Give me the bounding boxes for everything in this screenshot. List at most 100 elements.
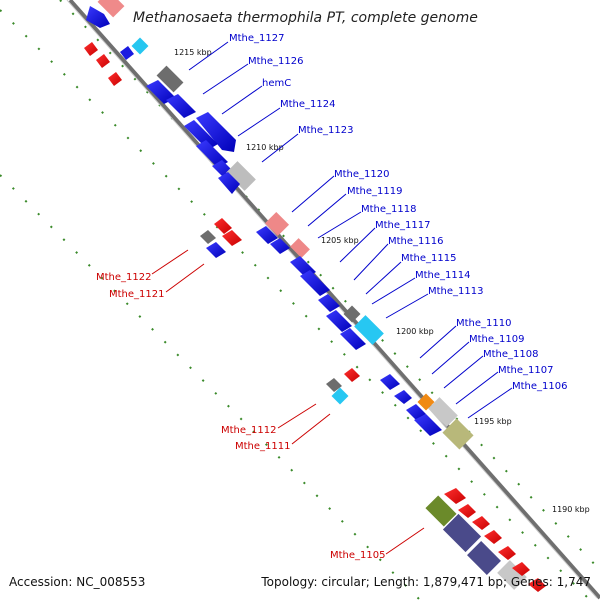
gene-red-b[interactable] — [96, 54, 110, 68]
leader-mthe-1109 — [431, 341, 470, 375]
gene-mthe-1123[interactable] — [226, 161, 256, 191]
gene-mthe-1113[interactable] — [354, 315, 384, 345]
gene-mthe-1118[interactable] — [270, 238, 290, 254]
gene-mthe-1126[interactable] — [146, 80, 176, 104]
label-mthe-1119[interactable]: Mthe_1119 — [347, 186, 403, 197]
leader-mthe-1126 — [202, 63, 249, 95]
gene-purple-2[interactable] — [467, 541, 501, 575]
label-mthe-1118[interactable]: Mthe_1118 — [361, 204, 417, 215]
gene-red-g[interactable] — [472, 516, 490, 530]
leader-mthe-1106 — [467, 387, 513, 419]
gene-mthe-1124b[interactable] — [184, 120, 218, 150]
accession-text: Accession: NC_008553 — [9, 575, 145, 589]
gene-mthe-1112-grey[interactable] — [326, 378, 342, 392]
gene-mthe-1114[interactable] — [318, 294, 340, 312]
gene-mthe-1107[interactable] — [406, 404, 426, 420]
gene-top-pink[interactable] — [97, 0, 125, 18]
gene-mthe-1106-grey[interactable] — [428, 397, 458, 427]
label-hemc[interactable]: hemC — [262, 78, 291, 89]
leader-mthe-1105 — [385, 527, 425, 555]
leader-mthe-1116 — [353, 243, 389, 281]
label-mthe-1117[interactable]: Mthe_1117 — [375, 220, 431, 231]
label-mthe-1123[interactable]: Mthe_1123 — [298, 125, 354, 136]
leader-mthe-1123 — [261, 133, 299, 163]
leader-mthe-1108 — [443, 355, 484, 389]
label-mthe-1110[interactable]: Mthe_1110 — [456, 318, 512, 329]
gene-red-c[interactable] — [108, 72, 122, 86]
leader-mthe-1120 — [291, 175, 335, 213]
gene-small-4[interactable] — [340, 328, 366, 350]
gene-olive-1[interactable] — [442, 418, 474, 450]
label-mthe-1121[interactable]: Mthe_1121 — [109, 289, 165, 300]
label-mthe-1107[interactable]: Mthe_1107 — [498, 365, 554, 376]
label-mthe-1120[interactable]: Mthe_1120 — [334, 169, 390, 180]
label-mthe-1105[interactable]: Mthe_1105 — [330, 550, 386, 561]
gene-mthe-1127[interactable] — [156, 65, 184, 93]
label-mthe-1113[interactable]: Mthe_1113 — [428, 286, 484, 297]
leader-mthe-1118 — [317, 211, 362, 239]
gene-mthe-1124[interactable] — [196, 112, 236, 152]
label-mthe-1124[interactable]: Mthe_1124 — [280, 99, 336, 110]
leader-mthe-1124 — [237, 107, 281, 137]
leader-mthe-1110 — [419, 325, 457, 359]
label-mthe-1108[interactable]: Mthe_1108 — [483, 349, 539, 360]
gene-red-j[interactable] — [512, 562, 530, 576]
gene-red-a[interactable] — [84, 42, 98, 56]
gene-mthe-1111[interactable] — [331, 387, 349, 405]
tick-label-1215: 1215 kbp — [174, 48, 212, 57]
tick-label-1190: 1190 kbp — [552, 505, 590, 514]
leader-mthe-1121 — [165, 263, 205, 293]
gene-mthe-1121[interactable] — [206, 242, 226, 258]
leader-hemc — [221, 85, 263, 115]
topology-text: Topology: circular; Length: 1,879,471 bp… — [260, 575, 591, 589]
gene-hemc[interactable] — [166, 94, 196, 118]
tick-label-1210: 1210 kbp — [246, 143, 284, 152]
gene-green-1[interactable] — [425, 495, 457, 527]
gene-mthe-1108[interactable] — [417, 393, 435, 411]
gene-red-h[interactable] — [484, 530, 502, 544]
label-mthe-1122[interactable]: Mthe_1122 — [96, 272, 152, 283]
leader-mthe-1113 — [385, 293, 429, 319]
gene-red-i[interactable] — [498, 546, 516, 560]
gene-mthe-1119[interactable] — [256, 226, 278, 244]
gene-red-k[interactable] — [528, 578, 546, 592]
leader-mthe-1112 — [277, 403, 317, 429]
tick-label-1205: 1205 kbp — [321, 236, 359, 245]
label-mthe-1111[interactable]: Mthe_1111 — [235, 441, 291, 452]
gene-red-d[interactable] — [222, 230, 242, 246]
label-mthe-1114[interactable]: Mthe_1114 — [415, 270, 471, 281]
gene-mthe-1120[interactable] — [264, 211, 290, 237]
gene-mthe-1124c[interactable] — [196, 140, 228, 168]
gene-small-2[interactable] — [218, 172, 240, 194]
reverse-labels: Mthe_1122 Mthe_1121 Mthe_1112 Mthe_1111 … — [96, 272, 386, 561]
tick-label-1200: 1200 kbp — [396, 327, 434, 336]
gene-mthe-1122-grey[interactable] — [200, 230, 216, 244]
gene-mthe-1109[interactable] — [394, 390, 412, 404]
gene-mthe-1105[interactable] — [444, 488, 466, 504]
gene-mthe-1113-grey[interactable] — [343, 305, 361, 323]
gene-red-f[interactable] — [458, 504, 476, 518]
label-mthe-1109[interactable]: Mthe_1109 — [469, 334, 525, 345]
gene-cyan-1[interactable] — [131, 37, 149, 55]
forward-labels: Mthe_1127 Mthe_1126 hemC Mthe_1124 Mthe_… — [229, 33, 568, 392]
gene-mthe-1106[interactable] — [414, 414, 442, 436]
gene-top-1[interactable] — [86, 6, 110, 28]
gene-red-e[interactable] — [344, 368, 360, 382]
gene-mthe-1117[interactable] — [290, 238, 310, 258]
leader-mthe-1122 — [151, 249, 189, 275]
label-mthe-1115[interactable]: Mthe_1115 — [401, 253, 457, 264]
label-mthe-1112[interactable]: Mthe_1112 — [221, 425, 277, 436]
gene-mthe-1115[interactable] — [300, 270, 330, 296]
gene-grey-bottom[interactable] — [497, 560, 527, 590]
label-mthe-1126[interactable]: Mthe_1126 — [248, 56, 304, 67]
gene-purple-1[interactable] — [442, 513, 482, 553]
label-mthe-1106[interactable]: Mthe_1106 — [512, 381, 568, 392]
gene-small-3[interactable] — [326, 310, 352, 332]
gene-mthe-1110[interactable] — [380, 374, 400, 390]
label-mthe-1127[interactable]: Mthe_1127 — [229, 33, 285, 44]
label-mthe-1116[interactable]: Mthe_1116 — [388, 236, 444, 247]
leader-mthe-1117 — [339, 227, 376, 263]
gene-small-1[interactable] — [120, 46, 134, 60]
gene-mthe-1122[interactable] — [214, 218, 232, 234]
